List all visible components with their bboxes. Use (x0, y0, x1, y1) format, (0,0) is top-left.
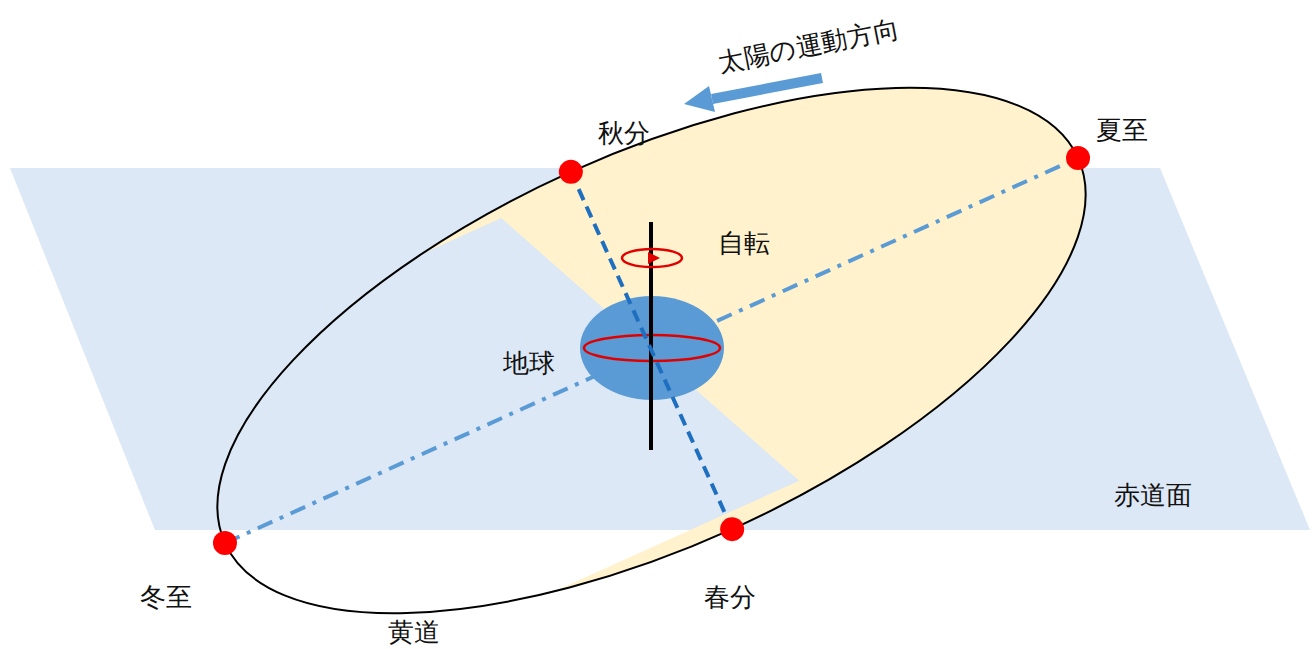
season-label: 春分 (704, 584, 756, 610)
plane-label: 赤道面 (1114, 482, 1192, 508)
sun-motion-arrowhead (684, 86, 715, 112)
season-point (1066, 146, 1090, 170)
rotation-ring (622, 249, 682, 267)
earth-label: 地球 (503, 350, 555, 376)
equinox-line (571, 172, 732, 529)
rotation-arrowhead (648, 252, 660, 264)
season-point (720, 517, 744, 541)
ecliptic-fill (144, 0, 1158, 649)
ecliptic-label: 黄道 (388, 619, 440, 645)
ecliptic-outline (144, 0, 1158, 649)
season-label: 冬至 (140, 584, 192, 610)
motion-label: 太陽の運動方向 (716, 16, 901, 76)
season-label: 秋分 (598, 120, 650, 146)
rotation-label: 自転 (718, 230, 770, 256)
season-point (559, 160, 583, 184)
sun-motion-arrow (712, 78, 822, 99)
season-label: 夏至 (1096, 117, 1148, 143)
season-point (213, 531, 237, 555)
solstice-line (225, 158, 1078, 543)
